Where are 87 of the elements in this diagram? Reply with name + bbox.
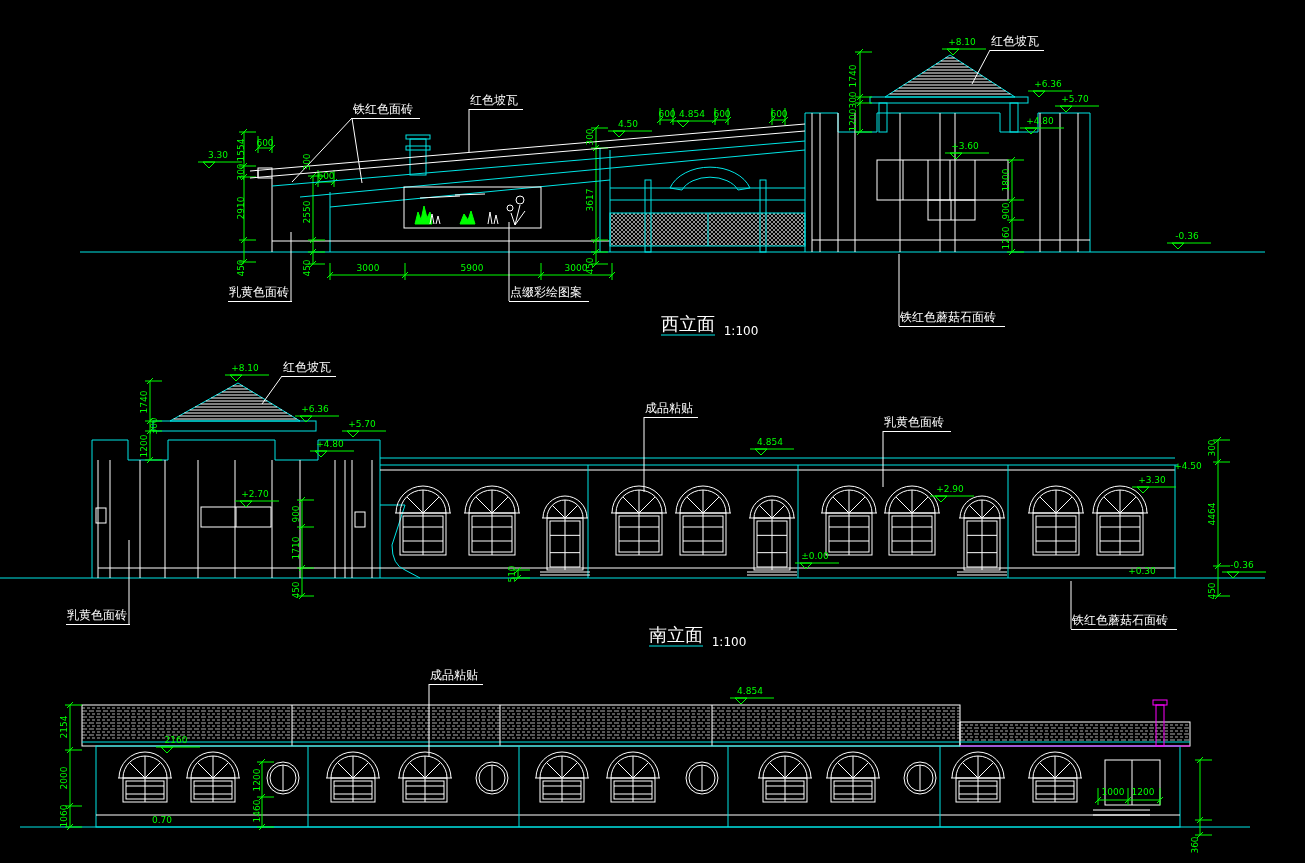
elevation-text: +5.70 (348, 419, 376, 429)
dimension-text: 300 (302, 153, 312, 171)
dimension-text: 510 (507, 565, 517, 583)
dimension-text: 3617 (585, 188, 595, 212)
elevation-text: 4.854 (757, 437, 783, 447)
dimension-text: 900 (1001, 202, 1011, 220)
dimension-text: 1200 (139, 434, 149, 458)
callout-label: 铁红色面砖 (352, 101, 420, 119)
dimension-text: 1060 (59, 804, 69, 828)
elevation-text: +2.70 (241, 489, 269, 499)
elevation-text: 3.30 (208, 150, 228, 160)
scale-text: 1:100 (711, 636, 747, 648)
callout-label: 乳黄色面砖 (66, 607, 130, 625)
leader-line (1070, 580, 1072, 630)
dimension-text: 2154 (59, 715, 69, 739)
dimension-text: 1000 (1101, 787, 1125, 797)
elevation-text: +3.30 (1138, 475, 1166, 485)
callout-label: 乳黄色面砖 (883, 414, 951, 432)
dimension-text: 1200 (848, 108, 858, 132)
elevation-text: -0.36 (1230, 560, 1254, 570)
callout-label: 红色坡瓦 (282, 359, 336, 377)
dimension-text: 300 (848, 91, 858, 109)
elevation-text: ±0.00 (801, 551, 829, 561)
elevation-text: +3.60 (951, 141, 979, 151)
view-title: 西立面 (661, 314, 715, 336)
dimension-text: 1260 (1001, 226, 1011, 250)
elevation-text: +4.80 (316, 439, 344, 449)
dimension-text: 450 (302, 259, 312, 277)
elevation-text: -0.36 (1175, 231, 1199, 241)
callout-label: 成品粘贴 (429, 667, 483, 685)
elevation-text: +8.10 (231, 363, 259, 373)
dimension-text: 1200 (252, 768, 262, 792)
leader-line (428, 683, 430, 758)
elevation-text: 4.854 (737, 686, 763, 696)
dimension-text: 2550 (302, 200, 312, 224)
elevation-text: +8.10 (948, 37, 976, 47)
leader-line (291, 117, 353, 183)
callout-label: 点缀彩绘图案 (509, 284, 589, 302)
dimension-text: 3000 (356, 263, 380, 273)
callout-label: 成品粘贴 (644, 400, 698, 418)
leader-line (290, 231, 292, 302)
leader-line (898, 253, 900, 327)
view-title: 南立面 (649, 625, 703, 647)
leader-line (643, 416, 645, 493)
callout-label: 红色坡瓦 (990, 33, 1044, 51)
dimension-text: 450 (1207, 582, 1217, 600)
mural-drawing (403, 186, 542, 229)
dimension-text: 0.70 (152, 815, 172, 825)
leader-line (351, 117, 363, 184)
elevation-text: +4.80 (1026, 116, 1054, 126)
dimension-text: 360 (1190, 836, 1200, 854)
dimension-text: 300 (1207, 439, 1217, 457)
elevation-text: 2160 (164, 735, 188, 745)
callout-label: 乳黄色面砖 (228, 284, 292, 302)
elevation-text: 4.50 (618, 119, 638, 129)
dimension-text: 1460 (252, 799, 262, 823)
dimension-text: 5900 (460, 263, 484, 273)
leader-line (971, 49, 991, 85)
leader-line (468, 108, 470, 153)
dimension-text: 600 (256, 138, 274, 148)
elevation-text: +5.70 (1061, 94, 1089, 104)
dimension-text: 1800 (1001, 168, 1011, 192)
elevation-text: +6.36 (1034, 79, 1062, 89)
dimension-text: 450 (585, 257, 595, 275)
dimension-text: 2000 (59, 766, 69, 790)
dimension-text: +0.30 (1128, 566, 1156, 576)
leader-line (261, 375, 283, 405)
dimension-text: 4464 (1207, 502, 1217, 526)
callout-label: 铁红色蘑菇石面砖 (1071, 612, 1177, 630)
scale-text: 1:100 (723, 325, 759, 337)
elevation-text: +2.90 (936, 484, 964, 494)
dimension-text: 1710 (291, 536, 301, 560)
dimension-text: 300 (585, 128, 595, 146)
leader-line (508, 221, 510, 302)
dimension-text: 600 (317, 171, 335, 181)
dimension-text: 900 (291, 505, 301, 523)
dimension-text: 450 (291, 581, 301, 599)
dimension-text: 1740 (139, 390, 149, 414)
dimension-text: +4.50 (1174, 461, 1202, 471)
callout-label: 铁红色蘑菇石面砖 (899, 309, 1005, 327)
elevation-text: +6.36 (301, 404, 329, 414)
dimension-text: 1740 (848, 64, 858, 88)
callout-label: 红色坡瓦 (469, 92, 523, 110)
dimension-text: 2910 (236, 196, 246, 220)
leader-line (882, 430, 884, 488)
dimension-text: 1200 (1131, 787, 1155, 797)
leader-line (128, 539, 130, 625)
